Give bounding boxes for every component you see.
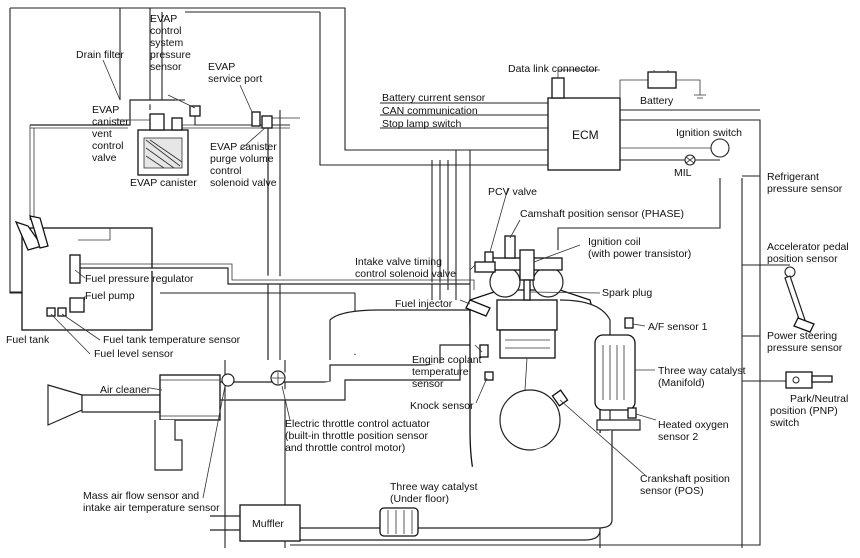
fuel-pump-label: Fuel pump bbox=[85, 290, 135, 302]
evap-system bbox=[29, 99, 300, 360]
camshaft-sensor-label: Camshaft position sensor (PHASE) bbox=[520, 208, 684, 220]
fuel-level-sensor-label: Fuel level sensor bbox=[94, 348, 174, 360]
ecm-label: ECM bbox=[572, 128, 599, 142]
accelerator-pedal-icon bbox=[784, 266, 815, 333]
stop-lamp-switch-label: Stop lamp switch bbox=[382, 118, 462, 130]
spark-plug-label: Spark plug bbox=[602, 287, 652, 299]
knock-sensor-label: Knock sensor bbox=[410, 400, 474, 412]
data-link-connector bbox=[551, 77, 565, 99]
air-inlet bbox=[47, 384, 83, 426]
evap-purge-valve bbox=[261, 115, 273, 129]
labels: Drain filter EVAP control system pressur… bbox=[6, 13, 852, 530]
crankshaft bbox=[499, 389, 561, 451]
knock-sensor bbox=[484, 371, 494, 381]
crankshaft-sensor-label: Crankshaft position sensor (POS) bbox=[640, 473, 733, 497]
ignition-coil-label: Ignition coil (with power transistor) bbox=[588, 236, 691, 260]
can-communication-label: CAN communication bbox=[382, 105, 478, 117]
evap-purge-valve-label: EVAP canister purge volume control solen… bbox=[210, 141, 280, 189]
evap-service-port bbox=[251, 111, 261, 127]
three-way-manifold-label: Three way catalyst (Manifold) bbox=[658, 365, 748, 389]
battery-label: Battery bbox=[640, 95, 674, 107]
mil-label: MIL bbox=[674, 167, 692, 179]
muffler bbox=[239, 504, 301, 542]
throttle-actuator-label: Electric throttle control actuator (buil… bbox=[285, 418, 433, 454]
exhaust bbox=[210, 299, 641, 542]
power-steering-sensor-label: Power steering pressure sensor bbox=[767, 330, 843, 354]
spark-plug bbox=[523, 279, 531, 301]
air-intake bbox=[47, 344, 470, 471]
fuel-pump bbox=[69, 297, 85, 313]
refrigerant-sensor-label: Refrigerant pressure sensor bbox=[767, 171, 843, 195]
maf-sensor bbox=[221, 373, 235, 387]
fuel-tank-assembly bbox=[14, 215, 475, 331]
pcv-valve-label: PCV valve bbox=[488, 186, 537, 198]
fuel-pressure-regulator-label: Fuel pressure regulator bbox=[85, 273, 194, 285]
accelerator-sensor-label: Accelerator pedal position sensor bbox=[767, 241, 852, 265]
ignition-coil bbox=[519, 249, 535, 281]
af-sensor-label: A/F sensor 1 bbox=[648, 321, 708, 333]
drain-filter-label: Drain filter bbox=[76, 49, 124, 61]
evap-vent-valve bbox=[149, 113, 165, 131]
fuel-tank-temp-sensor bbox=[57, 307, 67, 317]
fuel-injector-label: Fuel injector bbox=[395, 298, 453, 310]
fuel-injector bbox=[465, 299, 491, 317]
muffler-label: Muffler bbox=[252, 518, 284, 530]
maf-sensor-label: Mass air flow sensor and intake air temp… bbox=[83, 490, 220, 514]
three-way-catalyst-underfloor bbox=[379, 507, 419, 537]
three-way-underfloor-label: Three way catalyst (Under floor) bbox=[390, 481, 480, 505]
fuel-tank-label: Fuel tank bbox=[6, 334, 50, 346]
battery-icon bbox=[647, 71, 677, 89]
park-neutral-label: Park/Neutral position (PNP) switch bbox=[770, 393, 851, 429]
fuel-level-sensor bbox=[46, 307, 56, 317]
ecm bbox=[547, 97, 621, 171]
fuel-tank-temp-sensor-label: Fuel tank temperature sensor bbox=[103, 334, 241, 346]
air-cleaner bbox=[159, 374, 221, 421]
heated-oxygen-sensor bbox=[627, 407, 637, 419]
af-sensor bbox=[624, 317, 634, 329]
heated-oxygen-label: Heated oxygen sensor 2 bbox=[658, 419, 732, 443]
callout-lines bbox=[50, 59, 657, 499]
evap-pressure-sensor-label: EVAP control system pressure sensor bbox=[150, 13, 194, 73]
data-link-connector-label: Data link connector bbox=[508, 63, 598, 75]
camshaft-sensor bbox=[504, 235, 516, 259]
ignition-switch-icon bbox=[710, 138, 730, 158]
air-cleaner-label: Air cleaner bbox=[100, 384, 151, 396]
intake-valve-solenoid-label: Intake valve timing control solenoid val… bbox=[355, 256, 456, 280]
evap-vent-valve-label: EVAP canister vent control valve bbox=[92, 104, 132, 164]
ecm-area bbox=[547, 69, 833, 389]
evap-service-port-label: EVAP service port bbox=[208, 61, 262, 85]
battery-current-sensor-label: Battery current sensor bbox=[382, 92, 486, 104]
park-neutral-switch-icon bbox=[785, 371, 833, 389]
three-way-catalyst-manifold bbox=[594, 334, 636, 411]
evap-canister-label: EVAP canister bbox=[130, 177, 197, 189]
evap-pressure-sensor bbox=[189, 105, 201, 117]
piston bbox=[499, 329, 556, 359]
ignition-switch-label: Ignition switch bbox=[676, 127, 742, 139]
intake-valve-solenoid bbox=[474, 261, 496, 273]
engine-coolant-sensor-label: Engine coolant temperature sensor bbox=[412, 354, 484, 390]
fuel-pressure-regulator bbox=[69, 254, 81, 284]
engine-coolant-sensor bbox=[479, 344, 489, 358]
